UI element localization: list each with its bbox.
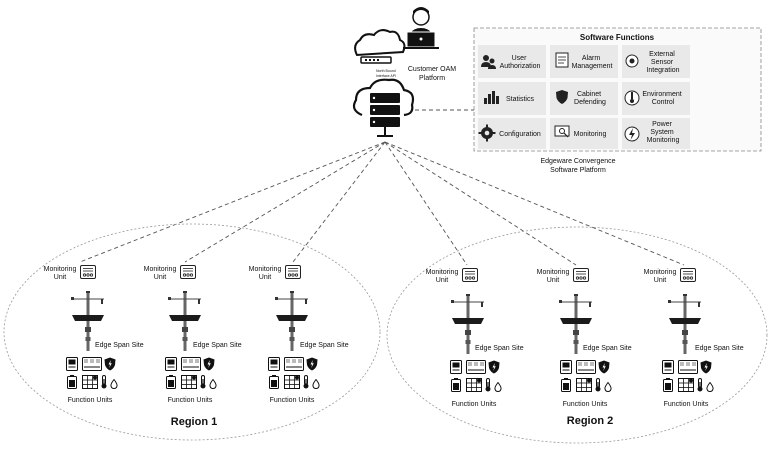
region-1-boundary	[3, 223, 381, 441]
connection-line	[384, 141, 577, 266]
edgeware-hub-icon	[352, 78, 415, 137]
function-units-label: Function Units	[563, 401, 608, 408]
api-label-line2: Interface API	[376, 74, 396, 78]
function-units-label: Function Units	[68, 397, 113, 404]
edge-span-site-label: Edge Span Site	[193, 342, 242, 349]
function-units-icons	[561, 361, 612, 392]
monitoring-unit-icon	[573, 268, 589, 282]
function-units-icons	[451, 361, 502, 392]
function-units-icons	[269, 358, 320, 389]
region-1-label: Region 1	[171, 416, 217, 428]
gear-icon	[478, 124, 496, 142]
edgeware-platform-label-1: Edgeware Convergence	[540, 158, 615, 165]
function-tile	[478, 45, 546, 78]
edge-span-site-label: Edge Span Site	[475, 345, 524, 352]
function-label-cabinet-defending: Cabinet Defending	[574, 91, 606, 106]
power-icon	[624, 126, 640, 142]
connection-line	[384, 141, 468, 266]
function-units-label: Function Units	[452, 401, 497, 408]
function-label-user-authorization: User Authorization	[500, 55, 541, 70]
connection-line	[79, 141, 386, 263]
monitoring-unit-icon	[680, 268, 696, 282]
software-functions-title: Software Functions	[580, 33, 655, 42]
software-functions-panel: Software Functions	[473, 27, 762, 152]
function-label-external-sensor-integration: External Sensor Integration	[646, 51, 679, 74]
router-icon	[360, 56, 392, 64]
edge-span-site-label: Edge Span Site	[300, 342, 349, 349]
region-2-label: Region 2	[567, 415, 613, 427]
monitoring-unit-icon	[180, 265, 196, 279]
alarm-list-icon	[555, 52, 569, 68]
edgeware-platform-label-2: Software Platform	[550, 167, 606, 174]
customer-cloud-icon	[354, 29, 406, 64]
shield-icon	[556, 90, 568, 104]
function-label-alarm-management: Alarm Management	[572, 55, 613, 70]
function-label-configuration: Configuration	[499, 131, 541, 138]
connection-lines	[79, 109, 685, 266]
edge-span-site-label: Edge Span Site	[95, 342, 144, 349]
thermometer-icon	[624, 90, 640, 106]
users-key-icon	[481, 55, 496, 69]
connection-line	[292, 141, 386, 263]
function-units-icons	[663, 361, 714, 392]
monitoring-unit-icon	[80, 265, 96, 279]
monitoring-unit-icon	[285, 265, 301, 279]
function-label-monitoring: Monitoring	[574, 131, 607, 138]
connection-line	[384, 141, 685, 266]
edge-span-site-label: Edge Span Site	[583, 345, 632, 352]
function-units-label: Function Units	[270, 397, 315, 404]
sensor-icon	[625, 54, 639, 68]
function-units-label: Function Units	[168, 397, 213, 404]
server-icon	[370, 93, 400, 103]
function-label-power-system-monitoring: Power System Monitoring	[647, 121, 680, 144]
operator-icon	[403, 7, 439, 49]
edge-span-site-label: Edge Span Site	[695, 345, 744, 352]
monitor-icon	[554, 125, 570, 138]
connection-line	[184, 141, 386, 263]
function-label-environment-control: Environment Control	[642, 91, 683, 106]
customer-platform-label-2: Platform	[419, 75, 445, 82]
api-label-line1: North Bound	[376, 69, 396, 73]
customer-platform-label-1: Customer OAM	[408, 66, 456, 73]
function-units-icons	[166, 358, 217, 389]
function-units-label: Function Units	[664, 401, 709, 408]
function-units-icons	[67, 358, 118, 389]
monitoring-unit-icon	[462, 268, 478, 282]
function-label-statistics: Statistics	[506, 96, 535, 103]
region-2-boundary	[386, 226, 768, 444]
statistics-icon	[484, 91, 499, 104]
